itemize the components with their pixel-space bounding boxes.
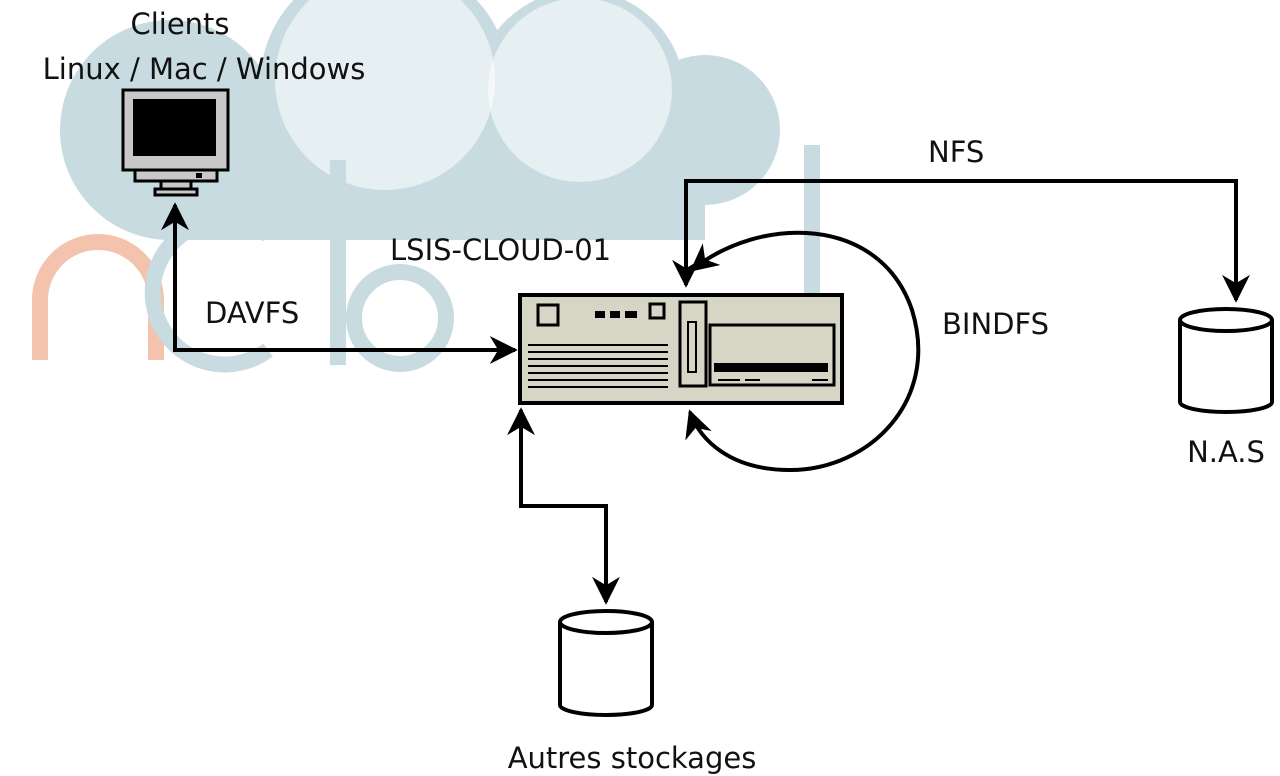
bindfs-label: BINDFS xyxy=(942,307,1050,341)
nas-label: N.A.S xyxy=(1187,435,1265,469)
storage-connector xyxy=(507,407,620,605)
server-label: LSIS-CLOUD-01 xyxy=(390,233,612,267)
owncloud-watermark xyxy=(32,0,820,373)
watermark-letter-n xyxy=(32,234,164,360)
watermark-cloud-inner xyxy=(488,0,672,182)
monitor-icon xyxy=(121,88,230,197)
davfs-label: DAVFS xyxy=(205,296,300,330)
watermark-cloud-inner xyxy=(275,0,495,190)
watermark-letter-c xyxy=(144,212,273,373)
storage-label: Autres stockages xyxy=(507,741,757,775)
nfs-label: NFS xyxy=(928,135,985,169)
nfs-connector xyxy=(672,179,1250,303)
clients-subtitle: Linux / Mac / Windows xyxy=(42,52,366,86)
nas-database-icon xyxy=(1178,307,1274,414)
davfs-connector xyxy=(161,202,518,364)
bindfs-loop xyxy=(685,230,921,473)
clients-title: Clients xyxy=(130,7,230,41)
server-icon xyxy=(518,293,844,405)
storage-database-icon xyxy=(558,609,654,717)
